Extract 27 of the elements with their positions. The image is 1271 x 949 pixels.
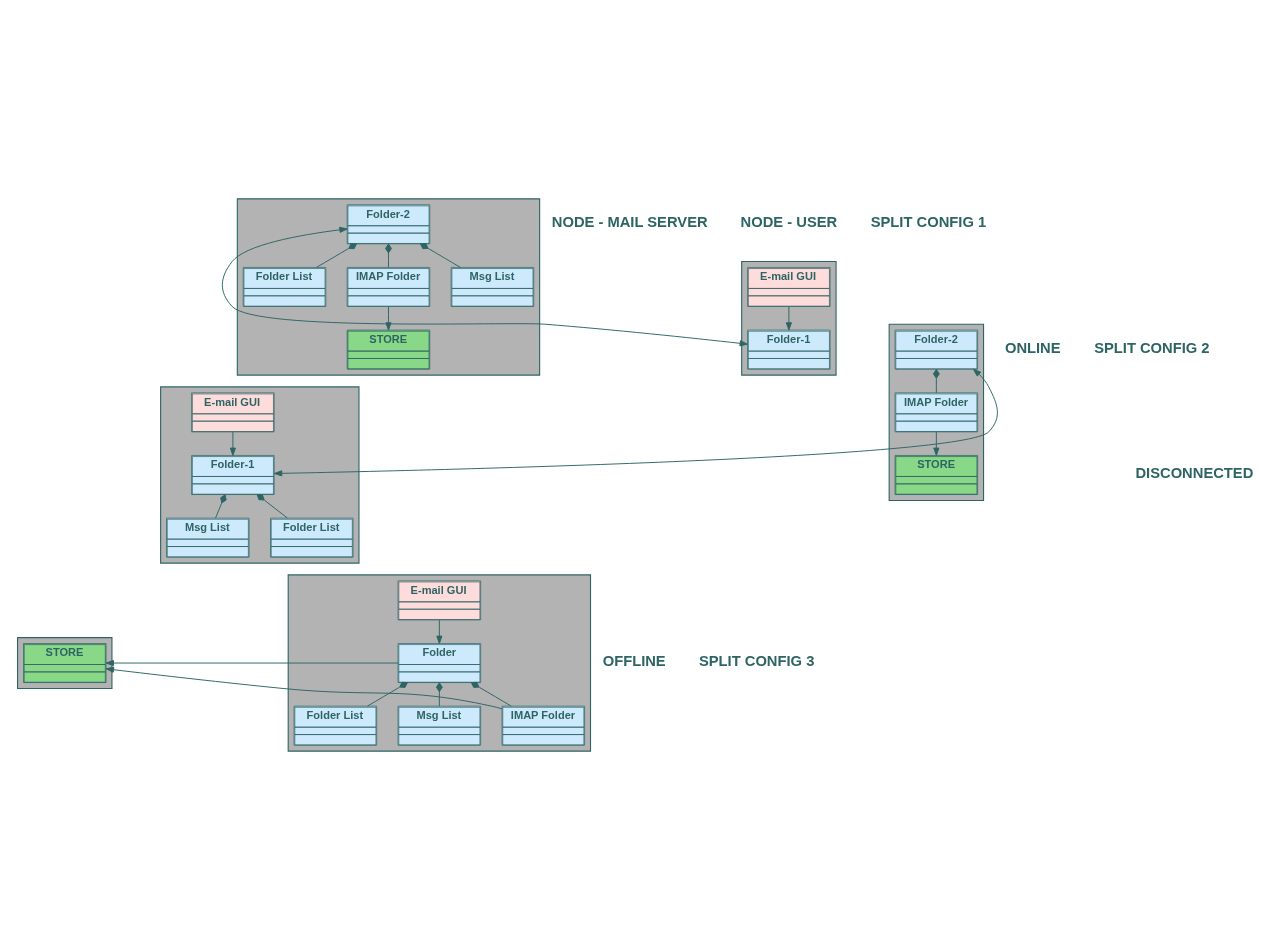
label: NODE - MAIL SERVER — [551, 213, 708, 230]
connector — [367, 681, 408, 707]
connector — [420, 242, 461, 268]
cluster — [287, 573, 592, 752]
label: NODE - USER — [740, 213, 838, 230]
cluster — [236, 197, 541, 376]
label: SPLIT CONFIG 3 — [698, 652, 815, 669]
label: OFFLINE — [602, 652, 666, 669]
arrow — [221, 226, 748, 346]
arrow — [385, 305, 392, 331]
label: SPLIT CONFIG 2 — [1094, 339, 1210, 356]
label: DISCONNECTED — [1135, 464, 1254, 481]
connector — [470, 681, 512, 707]
arrow — [273, 368, 998, 476]
arrow — [436, 619, 443, 644]
arrow — [229, 431, 236, 456]
arrow — [785, 305, 792, 331]
connector — [215, 493, 227, 519]
arrow — [933, 431, 940, 456]
label: SPLIT CONFIG 1 — [870, 213, 987, 230]
connector — [256, 493, 288, 518]
connector — [932, 368, 940, 393]
arrow — [105, 659, 399, 666]
label: ONLINE — [1004, 339, 1061, 356]
connector — [316, 242, 357, 268]
connector — [385, 243, 392, 268]
cluster — [160, 385, 360, 564]
